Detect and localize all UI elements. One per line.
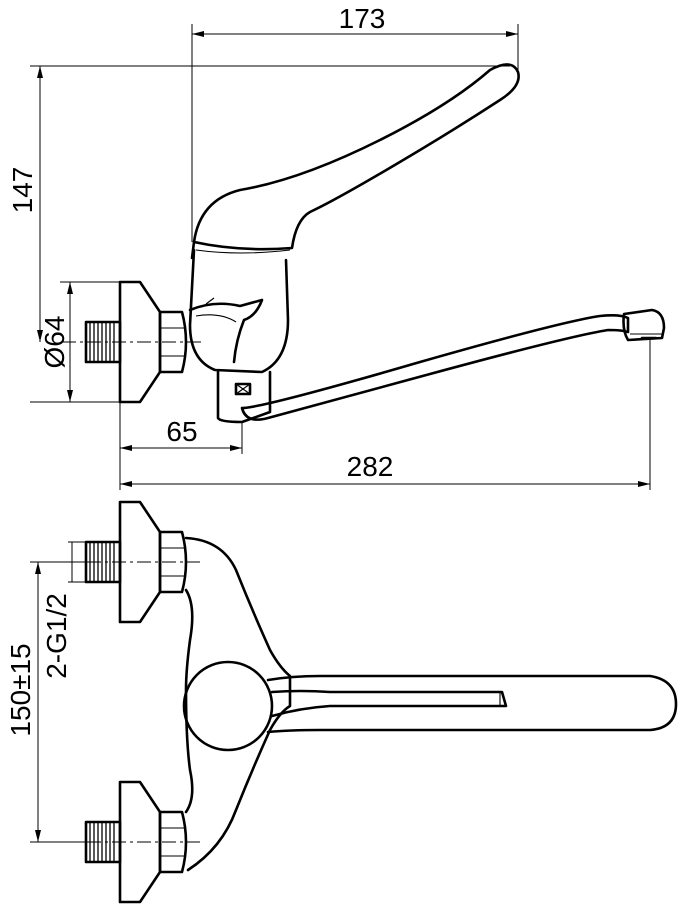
dimension-lever-reach: 173 [191, 3, 519, 242]
dimension-inlet-spacing: 150±15 [5, 561, 86, 843]
dimension-connection: 2-G1/2 [41, 541, 86, 679]
lever-front [270, 689, 508, 718]
hex-nut [158, 310, 188, 374]
dimension-spout-length: 282 [120, 340, 651, 490]
dimension-diameter: Ø64 [39, 281, 120, 402]
threaded-inlet [84, 320, 122, 364]
dimension-connection-label: 2-G1/2 [41, 593, 72, 679]
dimension-65-label: 65 [166, 416, 197, 447]
upper-hex-nut [158, 530, 188, 594]
mixer-body [188, 248, 290, 374]
spout [240, 314, 630, 421]
side-view [62, 63, 666, 424]
dimension-diameter-label: Ø64 [39, 316, 70, 369]
lever-handle [192, 63, 520, 251]
lower-hex-nut [158, 810, 188, 874]
dimension-wall-offset: 65 [119, 402, 243, 490]
dimension-150-label: 150±15 [5, 643, 36, 736]
dimension-height: 147 [7, 65, 510, 403]
spout-aerator [622, 308, 666, 342]
dimension-147-label: 147 [7, 167, 38, 214]
dimension-173-label: 173 [339, 3, 386, 34]
front-view [62, 500, 678, 904]
dimension-282-label: 282 [347, 451, 394, 482]
mixer-body-front [184, 536, 292, 872]
spout-front [266, 674, 678, 734]
cartridge-cap [182, 660, 274, 752]
